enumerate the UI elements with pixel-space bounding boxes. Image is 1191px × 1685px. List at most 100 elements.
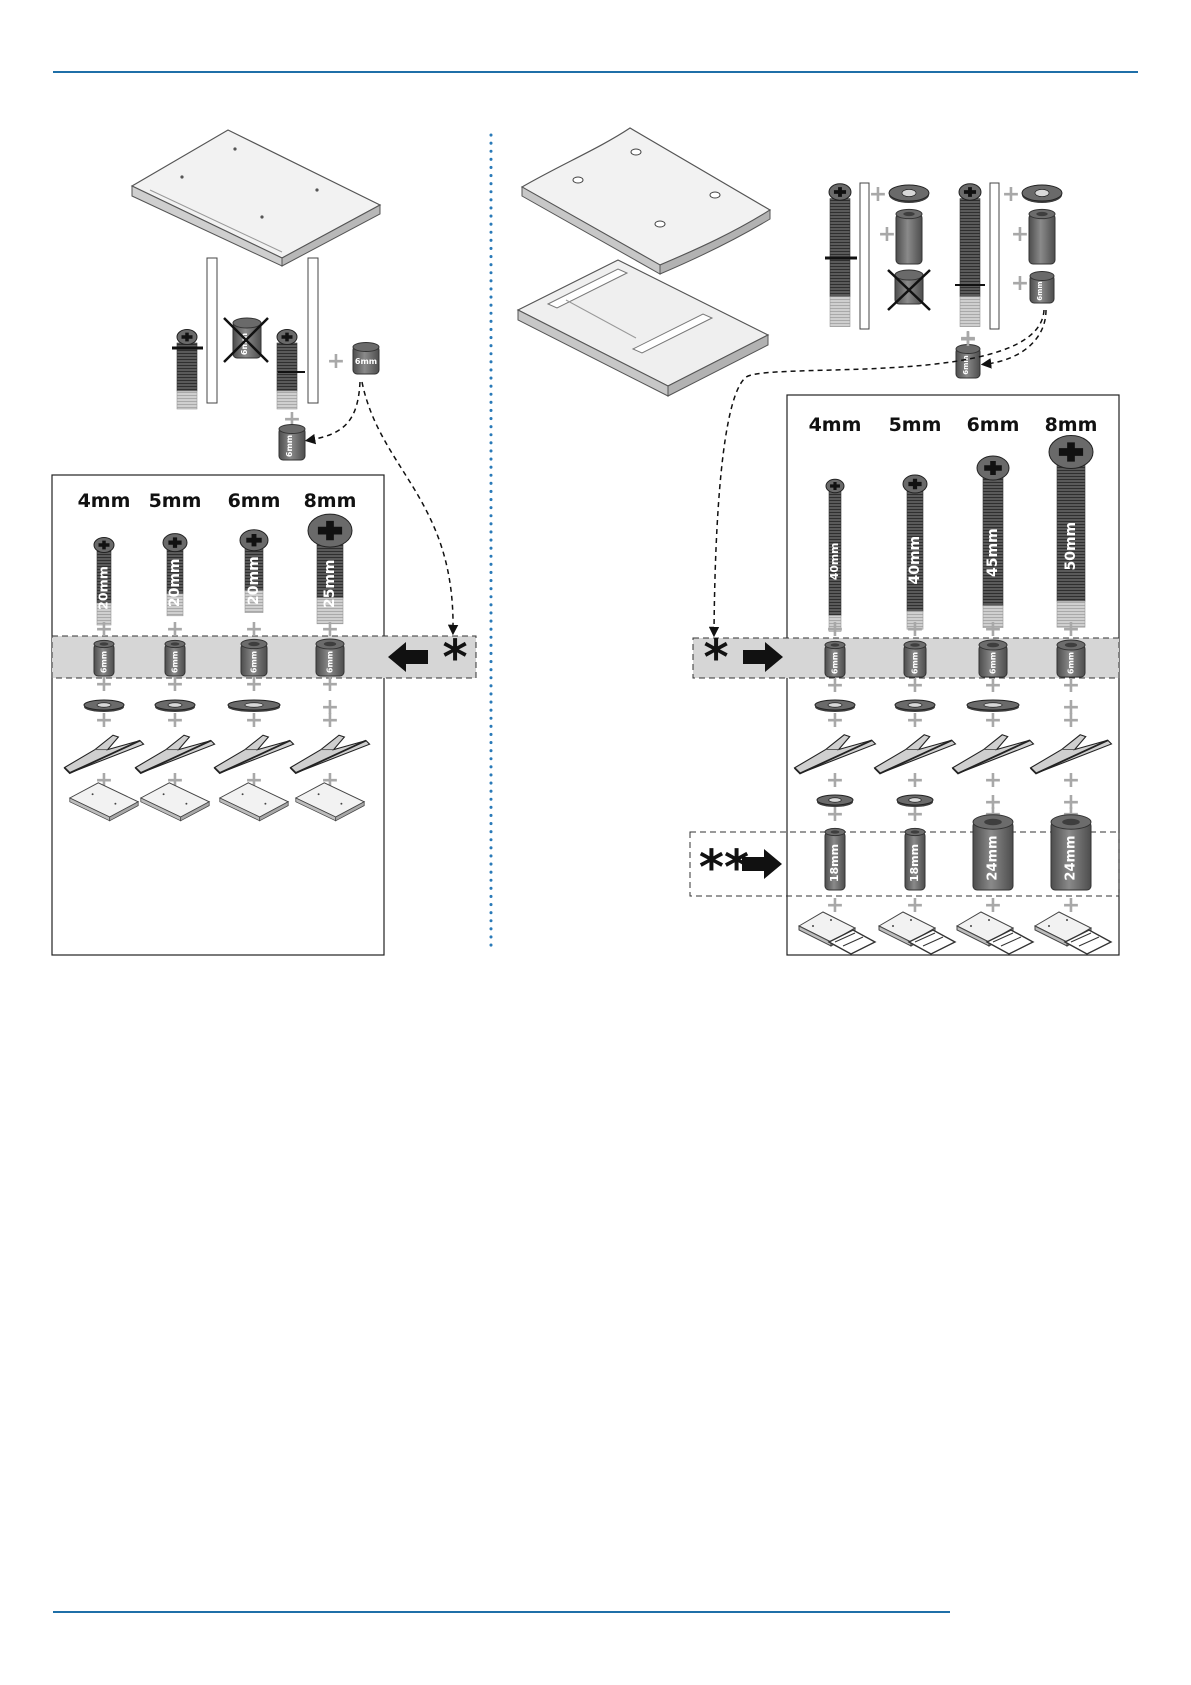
- plus-sign: +: [826, 802, 844, 827]
- spacer-icon: 18mm: [825, 828, 845, 890]
- spacer-length-label: 6mm: [250, 651, 259, 673]
- plus-sign: +: [826, 673, 844, 698]
- left-top-spacer-label: 6mm: [355, 357, 377, 366]
- rail: [990, 183, 999, 329]
- plus-sign: +: [906, 768, 924, 793]
- phillips-screw-icon: [829, 184, 851, 327]
- spacer-icon: 6mm: [316, 639, 344, 676]
- spacer-length-label: 6mm: [326, 651, 335, 673]
- size-label: 5mm: [889, 414, 942, 436]
- plus-sign: +: [245, 617, 263, 642]
- plus-sign: +: [1011, 271, 1029, 296]
- screw-length-label: 40mm: [828, 543, 841, 581]
- plate-icon: [141, 783, 209, 821]
- phillips-screw-icon: [277, 330, 297, 410]
- screw-length-label: 20mm: [96, 566, 111, 610]
- plus-sign: +: [95, 672, 113, 697]
- spacer-length-label: 6mm: [831, 652, 840, 674]
- plus-sign: +: [327, 349, 345, 374]
- screw-length-label: 20mm: [167, 558, 183, 607]
- screw-length-label: 40mm: [907, 536, 923, 585]
- phillips-screw-icon: 25mm: [308, 514, 352, 624]
- phillips-screw-icon: [177, 330, 197, 410]
- screw-length-label: 25mm: [322, 559, 338, 608]
- spacer-icon: 24mm: [973, 815, 1013, 890]
- size-label: 8mm: [304, 490, 357, 512]
- screw-length-label: 20mm: [246, 556, 262, 605]
- right-top-plate-upper: [522, 128, 770, 274]
- asterisk-icon: *: [703, 630, 728, 686]
- plus-sign: +: [959, 327, 977, 352]
- plus-sign: +: [826, 617, 844, 642]
- right-top-spacer-label: 6mm: [1036, 281, 1044, 300]
- plate-icon: [879, 912, 955, 954]
- plus-sign: +: [906, 673, 924, 698]
- spacer-length-label: 18mm: [908, 844, 921, 882]
- plus-sign: +: [984, 673, 1002, 698]
- size-label: 4mm: [809, 414, 862, 436]
- phillips-screw-icon: 40mm: [903, 475, 927, 629]
- dashed-arrow: [362, 382, 453, 630]
- plus-sign: +: [906, 802, 924, 827]
- spacer-icon: 6mm: [904, 641, 926, 677]
- spacer-length-label: 6mm: [989, 652, 998, 674]
- crossed-spacer: [888, 270, 930, 310]
- spacer-length-label: 6mm: [171, 651, 180, 673]
- rail: [207, 258, 217, 403]
- spacer-length-label: 6mm: [911, 652, 920, 674]
- phillips-screw-icon: 40mm: [826, 479, 844, 631]
- washer-icon: [1022, 185, 1062, 203]
- plus-sign: +: [95, 708, 113, 733]
- phillips-screw-icon: 20mm: [240, 530, 268, 613]
- plus-sign: +: [1062, 617, 1080, 642]
- plus-sign: +: [984, 617, 1002, 642]
- right-top-spacer: 6mm: [1030, 272, 1054, 304]
- right-top-spacer-below-label: 6mm: [962, 355, 970, 374]
- plus-sign: +: [1011, 222, 1029, 247]
- plus-sign: +: [984, 708, 1002, 733]
- spacer-icon: 6mm: [1057, 640, 1085, 677]
- left-top-spacer-below: 6mm: [279, 425, 305, 461]
- left-top-spacer-below-label: 6mm: [285, 435, 294, 457]
- plate-icon: [799, 912, 875, 954]
- plus-sign: +: [245, 708, 263, 733]
- phillips-screw-icon: 20mm: [163, 534, 187, 616]
- plus-sign: +: [878, 222, 896, 247]
- size-label: 5mm: [149, 490, 202, 512]
- plus-sign: +: [321, 617, 339, 642]
- spacer-length-label: 18mm: [828, 844, 841, 882]
- phillips-screw-icon: 50mm: [1049, 436, 1093, 628]
- spacer-icon: 6mm: [241, 639, 267, 676]
- plus-sign: +: [321, 672, 339, 697]
- plus-sign: +: [906, 617, 924, 642]
- plus-sign: +: [906, 708, 924, 733]
- phillips-screw-icon: [959, 184, 981, 327]
- left-panel-columns: 4mm20mm+6mm+++5mm20mm+6mm+++6mm20mm+6mm+…: [52, 490, 476, 821]
- plus-sign: +: [1002, 182, 1020, 207]
- spacer-icon: 24mm: [1051, 815, 1091, 890]
- phillips-screw-icon: 45mm: [977, 456, 1009, 628]
- plus-sign: +: [166, 672, 184, 697]
- plus-sign: +: [869, 182, 887, 207]
- plus-sign: +: [826, 768, 844, 793]
- plus-sign: +: [95, 617, 113, 642]
- plus-sign: +: [321, 708, 339, 733]
- spacer-icon: 6mm: [825, 641, 845, 677]
- left-top-spacer: 6mm: [353, 343, 379, 375]
- size-label: 8mm: [1045, 414, 1098, 436]
- plus-sign: +: [166, 708, 184, 733]
- spacer-length-label: 6mm: [100, 651, 109, 673]
- plate-icon: [70, 783, 138, 821]
- spacer-icon: 18mm: [905, 828, 925, 890]
- size-label: 6mm: [228, 490, 281, 512]
- plus-sign: +: [245, 672, 263, 697]
- spacer-icon: 6mm: [94, 640, 114, 676]
- screw-length-label: 50mm: [1063, 522, 1079, 571]
- spacer-icon: [896, 209, 922, 264]
- size-label: 6mm: [967, 414, 1020, 436]
- rail: [860, 183, 869, 329]
- plate-icon: [1035, 912, 1111, 954]
- double-asterisk-icon: **: [699, 840, 749, 896]
- plate-icon: [296, 783, 364, 821]
